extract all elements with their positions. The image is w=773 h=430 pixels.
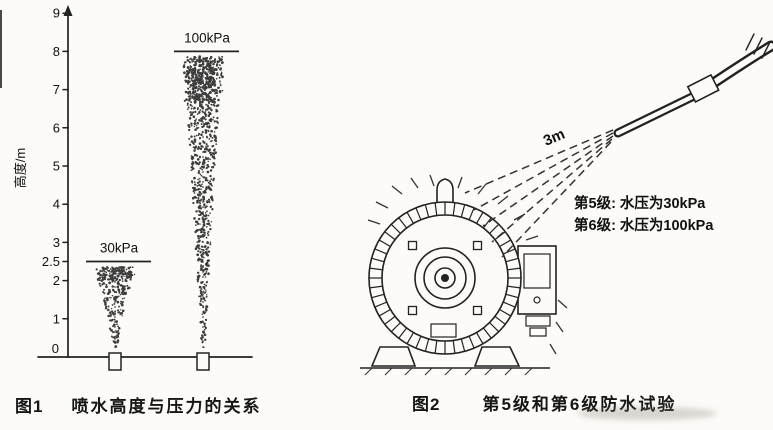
fig2-caption-text: 第5级和第6级防水试验 [482,395,677,414]
hose-end-hatching [745,33,771,59]
y-tick-label: 8 [53,44,60,59]
motor-ribs [369,202,521,354]
motor-foot-right [473,346,521,367]
face-bolts [407,240,483,316]
splash-marks [367,174,568,355]
scan-edge-artifact [0,10,2,88]
fig2-caption: 图2 第5级和第6级防水试验 [412,390,676,415]
hose-coupling [686,73,720,103]
spray-dots [95,265,136,348]
spray-lines [464,129,614,258]
y-tick-label: 2 [53,273,60,288]
pressure-label: 30kPa [100,241,139,256]
y-tick-label: 3 [53,235,60,250]
y-tick-label: 7 [53,82,60,97]
ground-line [360,367,550,376]
fig1-caption-text: 喷水高度与压力的关系 [71,397,262,416]
y-tick-label: 2.5 [42,254,60,269]
fig2-legend-line2: 第6级: 水压为100kPa [574,216,714,234]
hose [613,33,773,138]
distance-label: 3m [541,126,568,150]
y-tick-label: 6 [53,120,60,135]
y-tick-label: 4 [53,197,60,212]
terminal-box [517,245,557,337]
fig1-caption-label: 图1 [15,397,44,416]
fig1-axes: 1 2 2.5 3 4 5 6 7 8 9 0 高度/m [13,5,253,358]
water-jet-100kPa: 100kPa [174,30,239,371]
y-tick-label: 9 [53,6,60,21]
y-axis-label: 高度/m [13,148,28,188]
spray-dots [182,55,224,349]
motor-foot-left [370,346,417,367]
motor [368,178,557,367]
lifting-eye [436,178,454,206]
fig1-caption: 图1 喷水高度与压力的关系 [15,392,261,417]
fig1-spray-height-chart: 1 2 2.5 3 4 5 6 7 8 9 0 高度/m 30kPa 100kPa [13,5,253,371]
y-tick-label: 1 [53,311,60,326]
fig2-legend-line1: 第5级: 水压为30kPa [574,194,706,212]
motor-shaft [414,247,476,309]
y-tick-label: 5 [53,159,60,174]
scan-smudge [577,407,717,420]
pressure-label: 100kPa [184,30,230,45]
origin-label: 0 [52,341,59,356]
fig2-waterproof-test-illustration: 3m 第5级: 水压为30kPa 第6级: 水压为100kPa [360,33,773,376]
nameplate [430,323,457,338]
fig2-caption-label: 图2 [412,395,441,414]
water-jet-30kPa: 30kPa [86,241,151,371]
